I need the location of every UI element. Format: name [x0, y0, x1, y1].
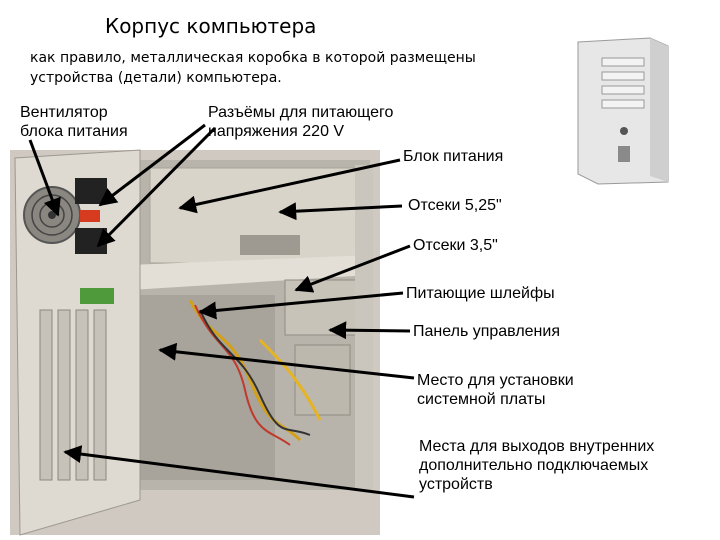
- label-fan: Вентилятор блока питания: [20, 103, 128, 141]
- label-psu: Блок питания: [403, 147, 503, 166]
- label-power-cables: Питающие шлейфы: [406, 284, 555, 303]
- label-bays-35: Отсеки 3,5": [413, 236, 498, 255]
- label-motherboard: Место для установки системной платы: [417, 371, 574, 409]
- label-expansion: Места для выходов внутренних дополнитель…: [419, 437, 654, 494]
- label-bays-525: Отсеки 5,25": [408, 196, 502, 215]
- label-power-connectors: Разъёмы для питающего напряжения 220 V: [208, 103, 393, 141]
- label-control-panel: Панель управления: [413, 322, 560, 341]
- tower-case-photo: [568, 36, 690, 186]
